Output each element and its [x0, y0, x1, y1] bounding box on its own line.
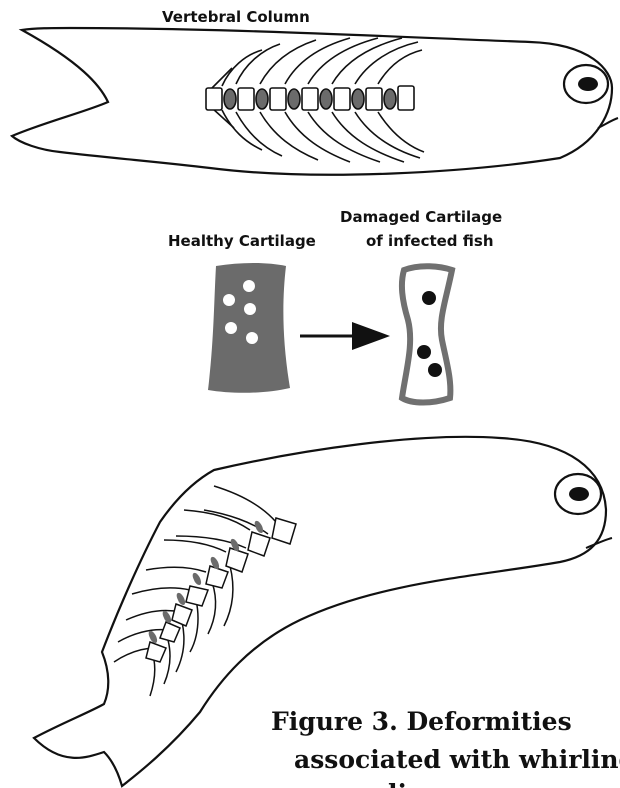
figure-caption: Figure 3. Deformities associated with wh… — [271, 707, 620, 788]
vertebral-column-label: Vertebral Column — [162, 8, 310, 26]
caption-line3: disease — [380, 779, 483, 788]
damaged-cartilage-block — [402, 266, 452, 402]
damaged-cartilage-label-line2: of infected fish — [366, 232, 494, 250]
healthy-fish: Vertebral Column — [12, 8, 618, 175]
caption-line1: Figure 3. Deformities — [271, 707, 572, 736]
deformed-fish-pupil — [569, 487, 589, 501]
transition-arrow — [300, 322, 390, 350]
damaged-cartilage-label-line1: Damaged Cartilage — [340, 208, 502, 226]
healthy-fish-vertebrae — [206, 86, 414, 110]
caption-line2: associated with whirling — [294, 745, 620, 774]
cartilage-comparison: Healthy Cartilage Damaged Cartilage of i… — [168, 208, 502, 403]
healthy-fish-pupil — [578, 77, 598, 91]
healthy-cartilage-label: Healthy Cartilage — [168, 232, 316, 250]
